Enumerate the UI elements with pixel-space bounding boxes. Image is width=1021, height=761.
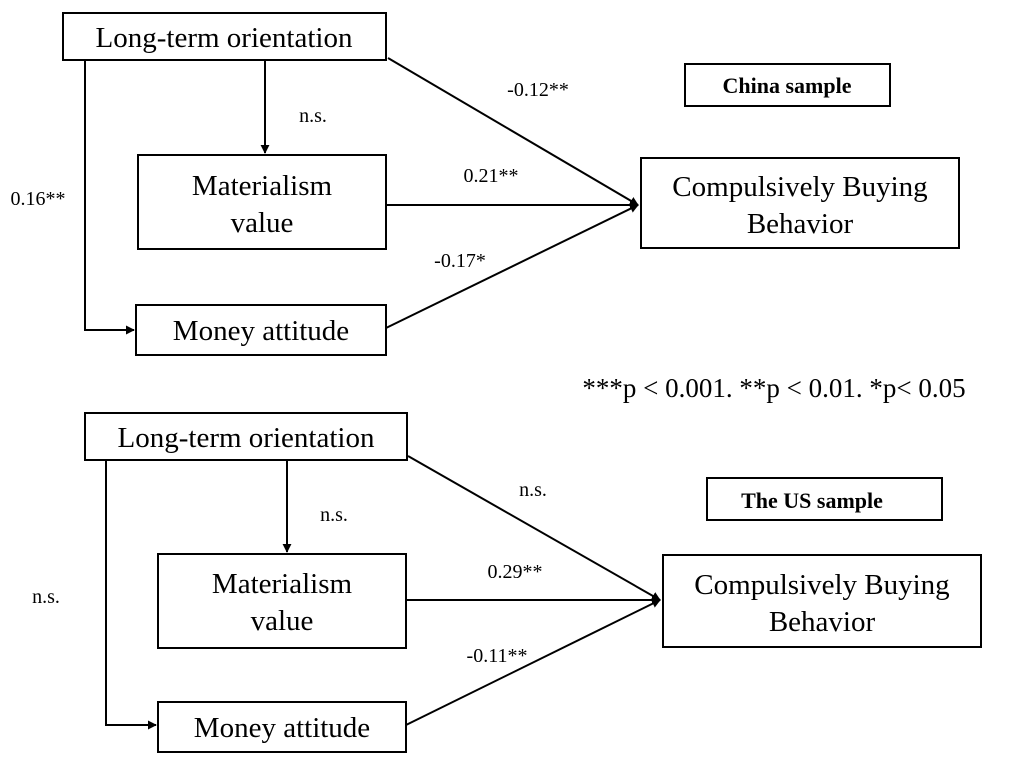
edge-money-cbb-us [405,599,661,726]
panel-china: China sample Long-term orientation Mater… [11,12,960,356]
coef-money-cbb-china: -0.17* [434,250,486,272]
panel-us: The US sample Long-term orientation Mate… [32,412,982,753]
coef-lto-cbb-china: -0.12** [507,79,569,101]
china-title-box [684,63,891,107]
node-compulsive-buying-china [640,157,960,249]
us-title: The US sample [741,488,883,513]
node-label: Money attitude [194,712,370,744]
node-label: Materialism [212,568,353,600]
coef-money-cbb-us: -0.11** [467,645,528,667]
node-label: Behavior [769,606,876,638]
node-money-attitude-us [157,701,407,753]
significance-legend: ***p < 0.001. **p < 0.01. *p< 0.05 [582,373,965,403]
us-title-box [706,477,943,521]
node-label: Materialism [192,170,333,202]
node-label: Compulsively Buying [672,171,927,203]
node-label: Money attitude [173,315,349,347]
node-compulsive-buying-us [662,554,982,648]
node-label: Long-term orientation [96,22,353,54]
node-label: value [251,605,314,637]
edge-money-cbb-china [385,204,639,329]
node-long-term-orientation-us [84,412,408,461]
node-label: Long-term orientation [118,422,375,454]
node-long-term-orientation-china [62,12,387,61]
coef-lto-mat-us: n.s. [320,504,348,526]
coef-mat-cbb-china: 0.21** [464,165,519,187]
china-title: China sample [723,73,852,98]
edge-lto-cbb-china [387,57,639,206]
edge-lto-money-china [84,60,135,335]
node-money-attitude-china [135,304,387,356]
coef-mat-cbb-us: 0.29** [488,561,543,583]
coef-lto-money-china: 0.16** [11,188,66,210]
edge-lto-money-us [105,460,157,730]
node-label: Compulsively Buying [694,569,949,601]
coef-lto-money-us: n.s. [32,586,60,608]
coef-lto-mat-china: n.s. [299,105,327,127]
edge-lto-cbb-us [407,455,661,601]
coef-lto-cbb-us: n.s. [519,479,547,501]
node-materialism-value-china [137,154,387,250]
node-label: value [231,207,294,239]
node-label: Behavior [747,208,854,240]
node-materialism-value-us [157,553,407,649]
